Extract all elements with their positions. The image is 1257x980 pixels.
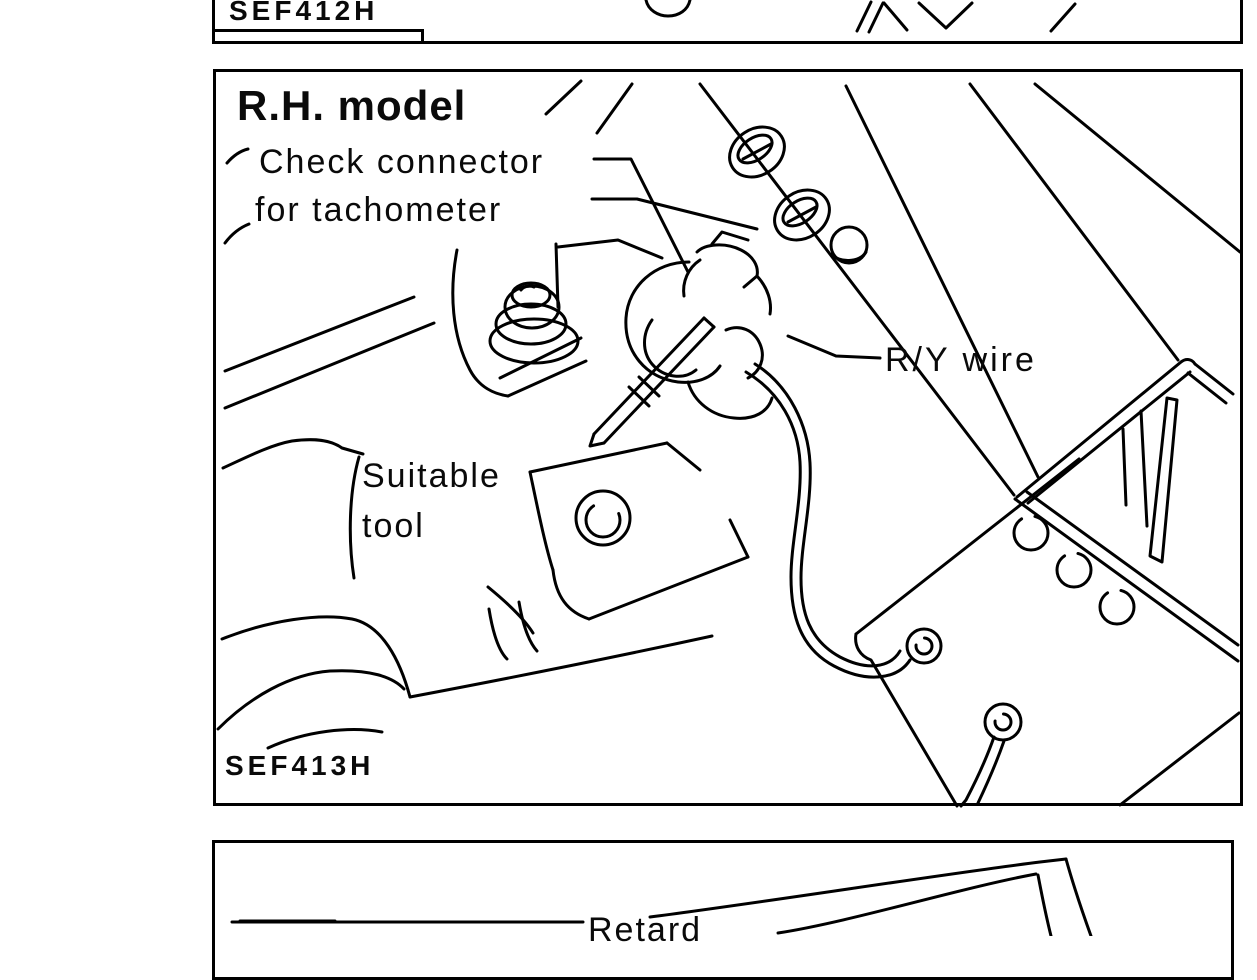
bottom-panel bbox=[212, 840, 1234, 980]
middle-panel bbox=[213, 69, 1243, 806]
figure-code-box-edge bbox=[421, 29, 424, 43]
callout-suitable-tool-line1: Suitable bbox=[362, 457, 501, 495]
callout-suitable-tool-line2: tool bbox=[362, 507, 425, 545]
top-panel bbox=[212, 0, 1243, 44]
callout-ry-wire: R/Y wire bbox=[885, 341, 1037, 379]
callout-check-connector-line1: Check connector bbox=[259, 143, 545, 181]
panel-title-rh-model: R.H. model bbox=[237, 82, 467, 129]
figure-code-box-underline bbox=[214, 29, 424, 32]
callout-retard: Retard bbox=[588, 911, 703, 949]
callout-check-connector-line2: for tachometer bbox=[255, 191, 503, 229]
figure-code-top: SEF412H bbox=[229, 0, 379, 26]
service-manual-page: SEF412H R.H. model Check connector for t… bbox=[212, 0, 1243, 980]
figure-code-middle: SEF413H bbox=[225, 750, 375, 781]
